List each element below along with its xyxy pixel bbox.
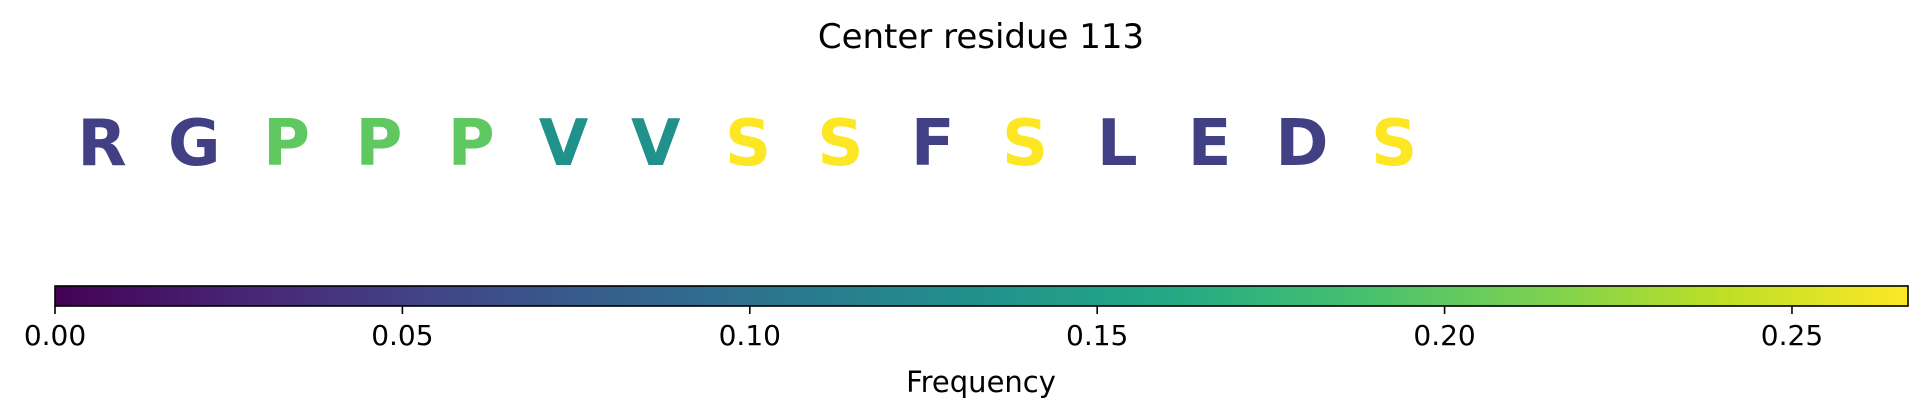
residue-letter: R — [77, 107, 126, 181]
residue-letter: S — [725, 107, 771, 181]
residue-letter: S — [817, 107, 863, 181]
residue-letter: F — [911, 107, 955, 181]
residue-letter: V — [631, 107, 681, 181]
chart-title: Center residue 113 — [818, 17, 1144, 57]
colorbar-tick-label: 0.05 — [371, 319, 433, 352]
residue-letter: P — [355, 107, 402, 181]
colorbar-tick-label: 0.20 — [1413, 319, 1475, 352]
colorbar-frame — [54, 285, 1909, 307]
residue-letter: P — [448, 107, 495, 181]
residue-letter: G — [168, 107, 221, 181]
colorbar-gradient — [55, 286, 1908, 306]
residue-letter: V — [539, 107, 589, 181]
residue-letter: D — [1275, 107, 1328, 181]
colorbar-tick-label: 0.25 — [1761, 319, 1823, 352]
colorbar: 0.00 0.05 0.10 0.15 0.20 0.25 Frequency — [24, 285, 1909, 399]
residue-letter: L — [1097, 107, 1138, 181]
residue-letter: E — [1188, 107, 1232, 181]
colorbar-tick-label: 0.00 — [24, 319, 86, 352]
residue-letter: S — [1002, 107, 1048, 181]
residue-letter: P — [263, 107, 310, 181]
colorbar-tick-label: 0.15 — [1066, 319, 1128, 352]
colorbar-ticks: 0.00 0.05 0.10 0.15 0.20 0.25 — [24, 306, 1823, 352]
colorbar-tick-label: 0.10 — [719, 319, 781, 352]
colorbar-label: Frequency — [906, 365, 1056, 399]
residue-letter: S — [1371, 107, 1417, 181]
